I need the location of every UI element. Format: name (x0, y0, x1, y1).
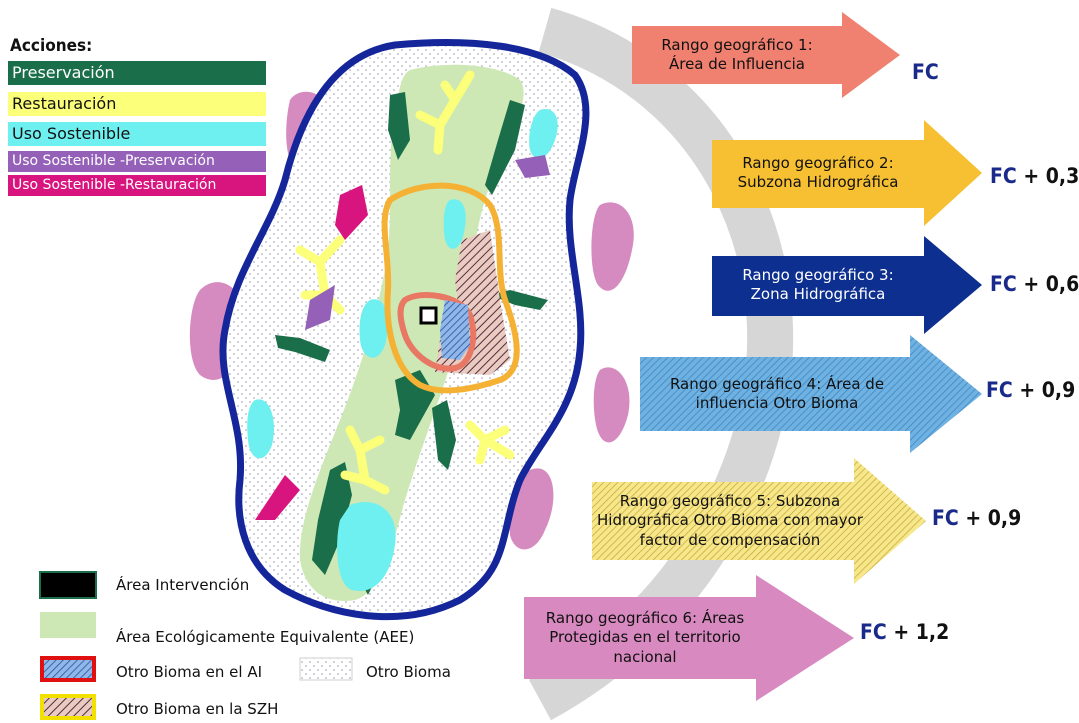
legend-item-preservacion: Preservación (8, 61, 266, 85)
legend-area-intervencion: Área Intervención (116, 576, 250, 594)
range-2-line2: Subzona Hidrográfica (737, 173, 899, 191)
legend-item-uso-sostenible: Uso Sostenible (8, 122, 266, 146)
range-6-line2: Protegidas en el territorio (549, 628, 741, 647)
range-2-line1: Rango geográfico 2: (742, 153, 894, 172)
range-3-line2: Zona Hidrográfica (750, 285, 886, 303)
legend-otro-bioma: Otro Bioma (366, 663, 451, 681)
range-4-line2: influencia Otro Bioma (695, 394, 859, 412)
legend-title: Acciones: (10, 36, 93, 56)
range-5-line3: factor de compensación (639, 530, 821, 549)
fc-value-4: FC + 0,9 (986, 378, 1076, 402)
bottom-legend-swatches (39, 571, 353, 720)
range-5-line1: Rango geográfico 5: Subzona (619, 491, 841, 510)
range-arrow-1: Rango geográfico 1:Área de Influencia (632, 12, 902, 98)
range-3-line1: Rango geográfico 3: (742, 265, 894, 284)
legend-otro-bioma-ai: Otro Bioma en el AI (116, 663, 263, 681)
fc-value-6: FC + 1,2 (860, 620, 950, 644)
fc-value-1: FC (912, 60, 939, 84)
legend-aee: Área Ecológicamente Equivalente (AEE) (116, 628, 415, 646)
fc-value-5: FC + 0,9 (932, 506, 1022, 530)
legend-item-uso-sostenible-restauracion: Uso Sostenible -Restauración (8, 175, 266, 196)
legend-otro-bioma-szh: Otro Bioma en la SZH (116, 700, 279, 718)
legend-item-restauracion: Restauración (8, 92, 266, 116)
range-5-line2: Hidrográfica Otro Bioma con mayor (597, 511, 863, 530)
range-arrow-3: Rango geográfico 3:Zona Hidrográfica (712, 236, 984, 334)
range-arrow-2: Rango geográfico 2:Subzona Hidrográfica (712, 120, 984, 226)
legend-item-uso-sostenible-preservacion: Uso Sostenible -Preservación (8, 151, 266, 172)
fc-value-2: FC + 0,3 (990, 164, 1079, 188)
range-6-line3: nacional (613, 647, 677, 666)
range-4-line1: Rango geográfico 4: Área de (669, 374, 885, 393)
range-1-line1: Rango geográfico 1: (661, 35, 813, 54)
fc-value-3: FC + 0,6 (990, 272, 1079, 296)
range-6-line1: Rango geográfico 6: Áreas (545, 608, 745, 627)
range-1-line2: Área de Influencia (668, 55, 806, 73)
